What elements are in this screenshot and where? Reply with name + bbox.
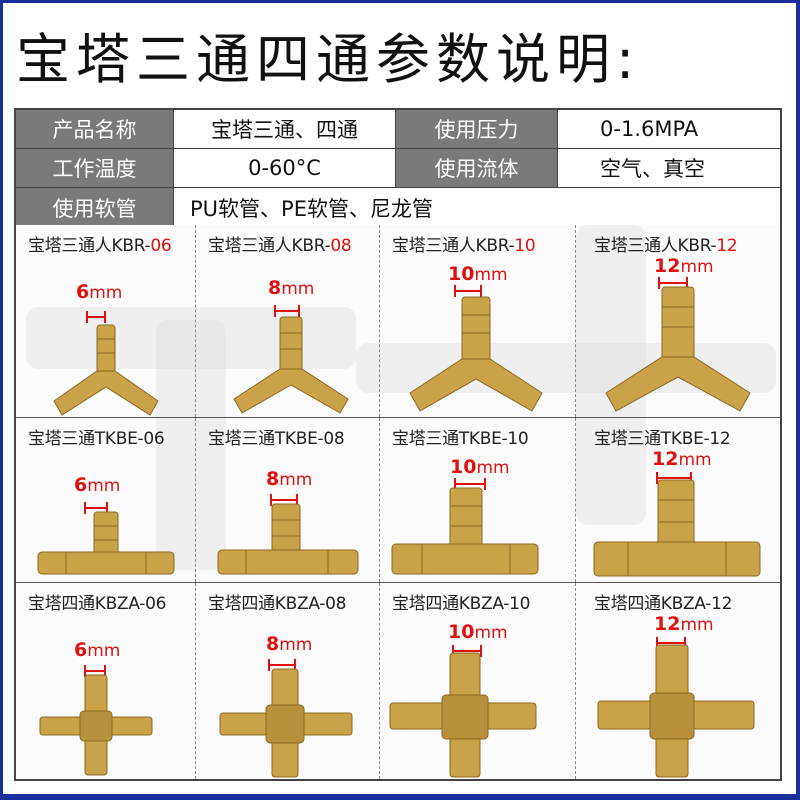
background-fitting-ghost xyxy=(156,320,226,570)
spec-value-fluid: 空气、真空 xyxy=(600,157,705,181)
t-fitting-icon xyxy=(37,511,175,575)
cross-fitting-icon xyxy=(219,668,353,778)
product-card[interactable]: 宝塔三通人KBR-10 10mm xyxy=(380,225,576,417)
y-fitting-icon xyxy=(605,286,751,412)
cross-fitting-icon xyxy=(39,674,153,776)
spec-value-hose: PU软管、PE软管、尼龙管 xyxy=(190,196,433,221)
dimension-bar xyxy=(274,305,300,317)
dimension-label: 10mm xyxy=(448,263,508,285)
dimension-bar xyxy=(86,311,106,323)
dimension-label: 10mm xyxy=(450,456,510,478)
y-fitting-icon xyxy=(233,316,349,414)
spec-label-fluid: 使用流体 xyxy=(396,149,558,187)
y-fitting-icon xyxy=(409,296,543,412)
product-model-label: 宝塔三通人KBR-10 xyxy=(392,236,536,256)
product-card[interactable]: 宝塔四通KBZA-10 10mm xyxy=(380,583,576,779)
dimension-label: 8mm xyxy=(268,277,315,299)
spec-value-product-name: 宝塔三通、四通 xyxy=(174,110,396,148)
product-card[interactable]: 宝塔三通人KBR-08 8mm xyxy=(196,225,380,417)
product-model-label: 宝塔三通人KBR-06 xyxy=(28,236,172,256)
product-model-label: 宝塔三通TKBE-06 xyxy=(28,429,165,449)
product-model-label: 宝塔四通KBZA-12 xyxy=(594,594,733,614)
dimension-label: 12mm xyxy=(654,255,714,277)
product-card[interactable]: 宝塔四通KBZA-12 12mm xyxy=(576,583,780,779)
cross-fitting-icon xyxy=(597,644,755,778)
product-row-cross-type: 宝塔四通KBZA-06 6mm 宝塔四通KBZA-08 8mm 宝塔四通KBZA… xyxy=(16,583,780,779)
dimension-bar xyxy=(84,665,106,677)
spec-row: 产品名称 宝塔三通、四通 使用压力 0-1.6MPA xyxy=(16,110,780,149)
product-grid: 宝塔三通人KBR-06 6mm 宝塔三通人KBR-08 8mm 宝塔三通人KBR… xyxy=(14,225,782,781)
product-card[interactable]: 宝塔三通人KBR-12 12mm xyxy=(576,225,780,417)
spec-table: 产品名称 宝塔三通、四通 使用压力 0-1.6MPA 工作温度 0-60°C 使… xyxy=(14,108,782,229)
page-title: 宝塔三通四通参数说明: xyxy=(16,28,641,91)
dimension-label: 8mm xyxy=(266,633,313,655)
dimension-label: 6mm xyxy=(74,474,121,496)
product-card[interactable]: 宝塔四通KBZA-08 8mm xyxy=(196,583,380,779)
dimension-label: 6mm xyxy=(74,639,121,661)
product-model-label: 宝塔三通人KBR-08 xyxy=(208,236,352,256)
spec-value-temperature: 0-60°C xyxy=(174,149,396,187)
dimension-label: 10mm xyxy=(448,621,508,643)
spec-label-temperature: 工作温度 xyxy=(16,149,174,187)
dimension-label: 12mm xyxy=(652,448,712,470)
dimension-bar xyxy=(452,645,482,657)
spec-row: 使用软管 PU软管、PE软管、尼龙管 xyxy=(16,188,780,227)
dimension-label: 6mm xyxy=(76,281,123,303)
spec-row: 工作温度 0-60°C 使用流体 空气、真空 xyxy=(16,149,780,188)
dimension-label: 12mm xyxy=(654,613,714,635)
product-model-label: 宝塔三通TKBE-08 xyxy=(208,429,345,449)
dimension-bar xyxy=(454,285,482,297)
product-model-label: 宝塔三通TKBE-10 xyxy=(392,429,529,449)
product-model-label: 宝塔四通KBZA-10 xyxy=(392,594,531,614)
spec-label-product-name: 产品名称 xyxy=(16,110,174,148)
product-card[interactable]: 宝塔四通KBZA-06 6mm xyxy=(16,583,196,779)
dimension-bar xyxy=(84,502,108,514)
spec-label-hose: 使用软管 xyxy=(16,188,174,227)
spec-label-pressure: 使用压力 xyxy=(396,110,558,148)
t-fitting-icon xyxy=(217,503,359,575)
product-model-label: 宝塔三通人KBR-12 xyxy=(594,236,738,256)
y-fitting-icon xyxy=(53,324,159,416)
product-model-label: 宝塔三通TKBE-12 xyxy=(594,429,731,449)
dimension-bar xyxy=(268,659,296,671)
dimension-bar xyxy=(270,494,298,506)
product-card[interactable]: 宝塔三通TKBE-10 10mm xyxy=(380,418,576,582)
cross-fitting-icon xyxy=(389,652,537,778)
product-model-label: 宝塔四通KBZA-06 xyxy=(28,594,167,614)
product-row-y-type: 宝塔三通人KBR-06 6mm 宝塔三通人KBR-08 8mm 宝塔三通人KBR… xyxy=(16,225,780,418)
dimension-bar xyxy=(454,478,486,490)
product-card[interactable]: 宝塔三通TKBE-08 8mm xyxy=(196,418,380,582)
product-card[interactable]: 宝塔三通TKBE-12 12mm xyxy=(576,418,780,582)
dimension-label: 8mm xyxy=(266,468,313,490)
product-model-label: 宝塔四通KBZA-08 xyxy=(208,594,347,614)
t-fitting-icon xyxy=(593,479,761,577)
t-fitting-icon xyxy=(391,487,539,575)
dimension-bar xyxy=(656,472,692,484)
product-card[interactable]: 宝塔三通人KBR-06 6mm xyxy=(16,225,196,417)
spec-value-pressure: 0-1.6MPA xyxy=(600,117,699,141)
dimension-bar xyxy=(658,277,688,289)
product-row-t-type: 宝塔三通TKBE-06 6mm 宝塔三通TKBE-08 8mm 宝塔三通TKBE… xyxy=(16,418,780,583)
dimension-bar xyxy=(656,637,686,649)
product-card[interactable]: 宝塔三通TKBE-06 6mm xyxy=(16,418,196,582)
